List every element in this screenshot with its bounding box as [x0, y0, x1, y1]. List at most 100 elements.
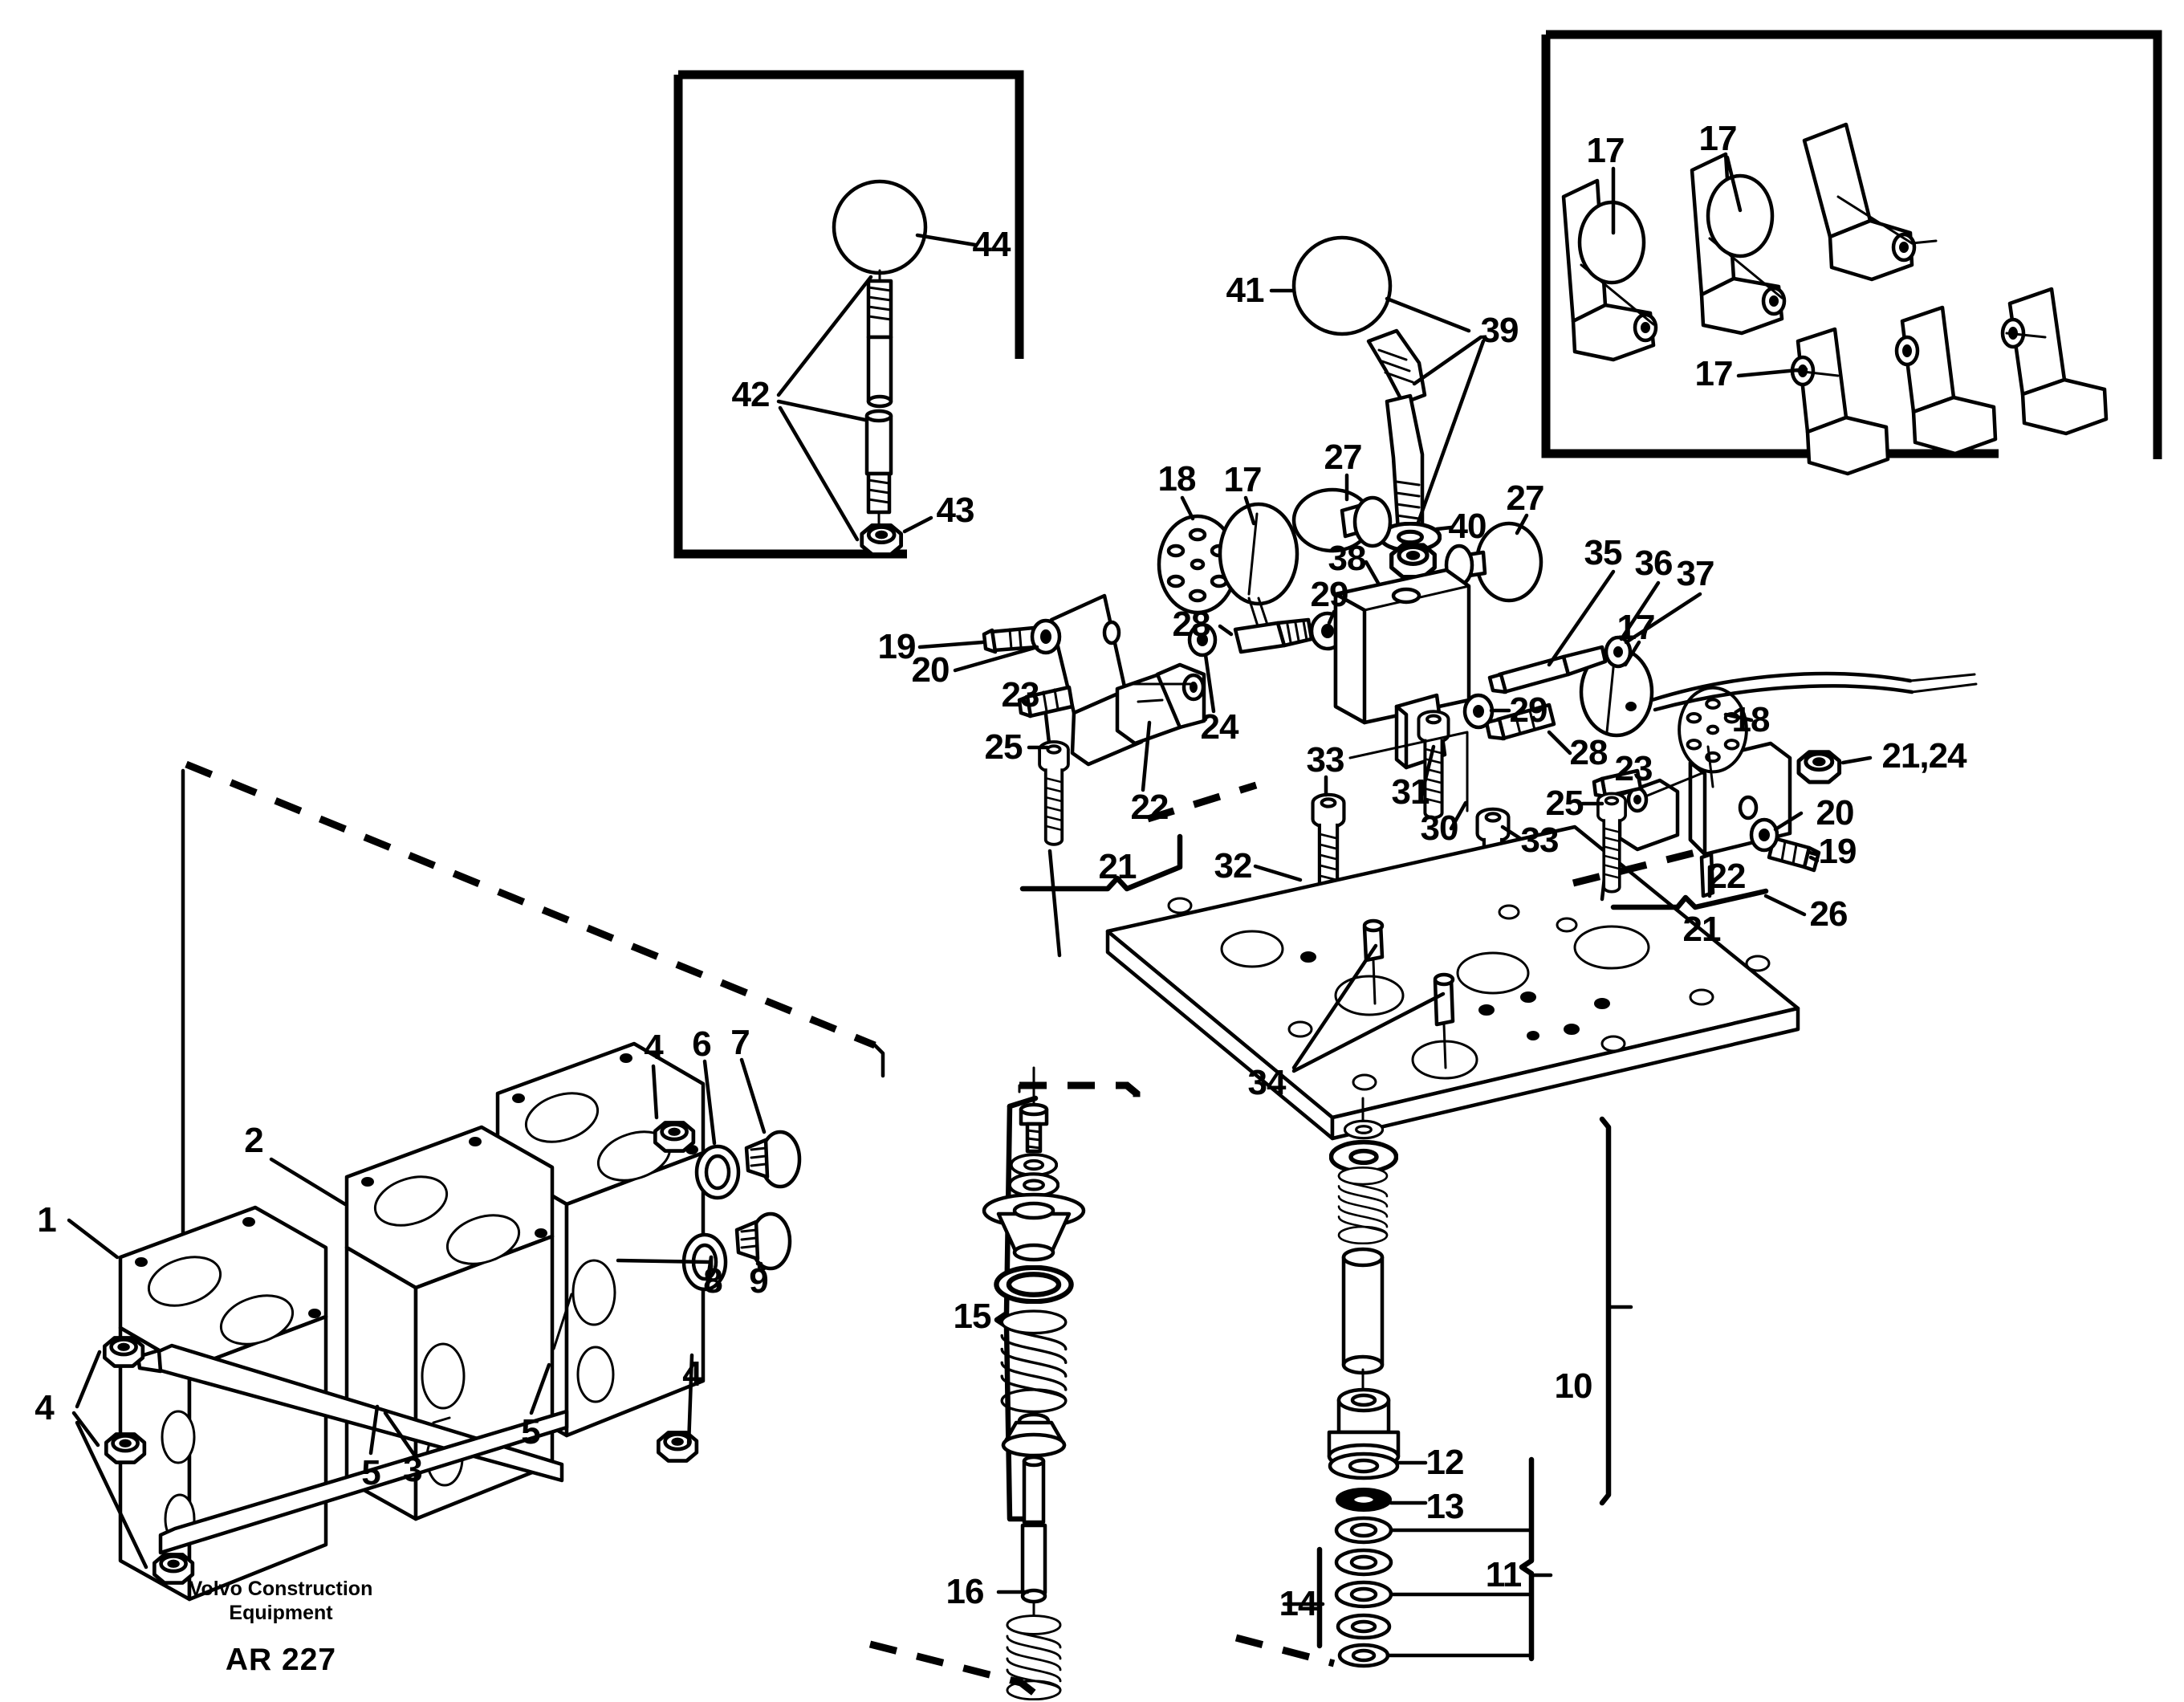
brace-10: [1599, 1116, 1612, 1506]
callout-16: 16: [946, 1572, 985, 1611]
spool-15-parts: [982, 1066, 1086, 1623]
washer-29-right: [1462, 693, 1511, 730]
small-nut-15: [1019, 1102, 1049, 1126]
callout-39: 39: [1480, 311, 1519, 350]
callout-10: 10: [1554, 1366, 1593, 1406]
callout-42: 42: [731, 375, 771, 414]
callout-20: 20: [911, 650, 950, 690]
callout-26: 26: [1809, 894, 1848, 934]
lever-knob-41: [1269, 235, 1471, 336]
disc-27-left: [1291, 473, 1393, 553]
leader-34b: [1291, 991, 1446, 1073]
screw-33-left: [1313, 775, 1344, 906]
bolt-19-left: [917, 625, 1039, 654]
callout-40: 40: [1448, 507, 1487, 546]
callout-41: 41: [1226, 271, 1265, 310]
leader-5a: [368, 1404, 380, 1456]
callout-29: 29: [1509, 690, 1548, 730]
mounting-plate-32: [1105, 825, 1800, 1141]
callout-17: 17: [1617, 608, 1656, 647]
washer-15a: [1010, 1153, 1058, 1177]
bracket-group-left: [1049, 593, 1206, 767]
nut-21-24-right: [1799, 752, 1873, 782]
callout-28: 28: [1569, 733, 1609, 772]
callout-7: 7: [730, 1023, 750, 1062]
sheet-footer: Volvo Construction Equipment AR 227: [189, 1578, 373, 1678]
brace-30-31: [1348, 731, 1469, 812]
nut-4-tl: [75, 1338, 143, 1409]
callout-5: 5: [521, 1412, 541, 1452]
seal-12-ring: [1328, 1452, 1428, 1480]
retainer-cone-15: [982, 1192, 1086, 1262]
plug-9: [734, 1211, 792, 1271]
callout-4: 4: [682, 1354, 702, 1394]
callout-32: 32: [1214, 846, 1253, 886]
callout-4: 4: [35, 1388, 55, 1427]
disc-27-right: [1444, 513, 1543, 603]
leader-5b2: [552, 1293, 573, 1350]
bracket-brace-21-right: [1610, 888, 1769, 910]
callout-1: 1: [37, 1200, 57, 1240]
callout-4: 4: [644, 1028, 664, 1067]
callout-17: 17: [1694, 354, 1734, 393]
bolt-19-right: [1767, 836, 1821, 873]
brand-line-1: Volvo Construction: [189, 1578, 373, 1600]
screw-25-left: [1027, 740, 1070, 958]
washer-c: [1334, 1580, 1534, 1609]
bolt-28-left: [1218, 617, 1314, 654]
inset-clamp-group-lower: [1790, 287, 2109, 476]
dashed-right-guide: [1572, 847, 1703, 887]
callout-25: 25: [984, 727, 1023, 767]
callout-38: 38: [1328, 539, 1367, 578]
callout-28: 28: [1172, 605, 1211, 644]
callout-15: 15: [953, 1297, 992, 1336]
callout-36: 36: [1634, 544, 1674, 583]
spool-body: [1341, 1247, 1385, 1375]
washer-e: [1337, 1643, 1534, 1668]
brand-line-2: Equipment: [229, 1601, 333, 1624]
callout-43: 43: [936, 491, 975, 530]
washer-b: [1334, 1548, 1393, 1577]
stud-34-a: [1362, 918, 1385, 1005]
callout-22: 22: [1130, 788, 1169, 827]
inset-knob-44: [832, 179, 978, 275]
callout-30: 30: [1420, 808, 1459, 848]
brace-15b: [1007, 1095, 1039, 1110]
leader-22-left: [1141, 720, 1152, 792]
inset-clamp-group-upper: [1561, 122, 1938, 362]
callout-23: 23: [1001, 675, 1040, 715]
callout-44: 44: [972, 225, 1011, 264]
lever-washer-40: [1381, 523, 1454, 550]
sheet-code: AR 227: [225, 1643, 337, 1677]
inset-leader-17b: [1725, 155, 1743, 213]
callout-27: 27: [1506, 478, 1545, 518]
rod-35: [1487, 569, 1616, 694]
callout-24: 24: [1200, 707, 1239, 747]
spring-16: [996, 1590, 1060, 1700]
callout-37: 37: [1676, 554, 1715, 593]
callout-9: 9: [749, 1261, 769, 1301]
callout-34: 34: [1247, 1063, 1287, 1102]
leader-26: [1763, 894, 1807, 917]
callout-29: 29: [1310, 575, 1349, 614]
leader-9: [757, 1261, 763, 1269]
nut-4-right-upper: [651, 1064, 693, 1151]
callout-21: 21: [1098, 847, 1137, 886]
leader-34: [1291, 943, 1378, 1070]
leader-5b: [529, 1362, 551, 1415]
washer-15b: [1010, 1174, 1058, 1195]
callout-3: 3: [403, 1450, 423, 1489]
dashed-left-guide: [1146, 781, 1258, 823]
screw-31: [1417, 710, 1450, 820]
brace-11: [1519, 1456, 1535, 1662]
control-cable: [1649, 671, 1978, 712]
callout-17: 17: [1223, 460, 1263, 499]
leader-30: [1449, 800, 1468, 831]
nut-4-bl: [71, 1411, 144, 1463]
leader-3: [383, 1411, 417, 1457]
callout-21: 21: [1682, 910, 1722, 949]
oring-6: [694, 1059, 741, 1200]
washer-24-left: [1187, 622, 1218, 714]
spool-rod-15: [1020, 1455, 1047, 1604]
